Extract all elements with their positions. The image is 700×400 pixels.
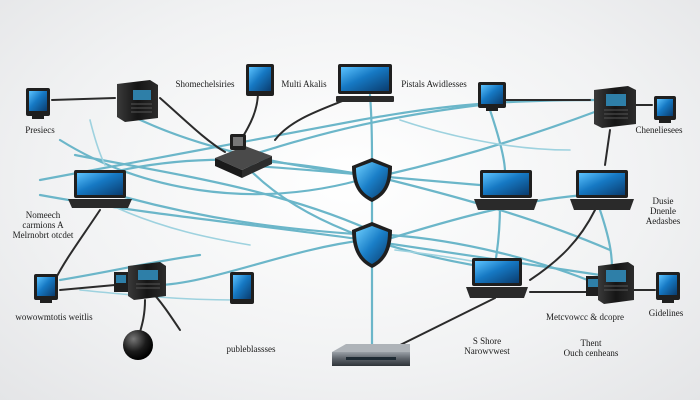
link: [383, 193, 587, 242]
router-icon: [215, 134, 272, 178]
link: [488, 108, 507, 174]
label-right-top: Cheneliesees: [635, 125, 683, 135]
link: [51, 97, 116, 101]
laptop-icon: [570, 170, 634, 210]
label-left-bottom: wowowmtotis weitlis: [15, 312, 93, 322]
server-icon: [114, 262, 166, 300]
link: [241, 91, 259, 139]
label-bottom-right-b: Thent Ouch cenheans: [563, 338, 619, 358]
computer-icon: [26, 88, 50, 119]
shield-icon: [352, 222, 392, 268]
label-top-center-right: Pistals Awidlesses: [401, 79, 467, 89]
computer-icon: [34, 274, 58, 303]
network-switch-icon: [332, 344, 410, 366]
globe-node-icon: [123, 330, 153, 360]
link: [54, 209, 101, 281]
laptop-icon: [474, 170, 538, 210]
link: [388, 233, 602, 287]
label-bottom-right-a: Metcvowcc & dcopre: [546, 312, 624, 322]
link: [159, 97, 226, 153]
links-blue: [38, 93, 614, 347]
link: [598, 208, 614, 270]
link: [73, 153, 372, 232]
laptop-icon: [68, 170, 132, 208]
link: [99, 199, 251, 246]
tablet-icon: [230, 272, 254, 304]
server-icon: [586, 262, 634, 304]
link: [98, 188, 372, 237]
link: [529, 209, 596, 281]
computer-icon: [654, 96, 676, 123]
tablet-icon: [246, 64, 274, 96]
server-icon: [117, 80, 158, 122]
label-left-top: Presiecs: [25, 125, 55, 135]
laptop-icon: [466, 258, 528, 298]
link: [604, 129, 611, 166]
computer-icon: [656, 272, 680, 303]
label-left-mid: Nomeech carmions A Melrnobrt otcdet: [12, 210, 74, 240]
shield-icon: [352, 158, 392, 202]
link: [59, 284, 116, 291]
label-bottom-center-right: S Shore Narowvwest: [464, 336, 510, 356]
links-dark: [51, 91, 656, 356]
link: [89, 119, 106, 166]
label-top-center-left: Shomechelsiries: [175, 79, 235, 89]
label-right-bottom: Gidelines: [648, 308, 684, 318]
link: [494, 203, 502, 260]
link: [383, 108, 602, 177]
link: [388, 178, 612, 252]
link: [248, 168, 492, 270]
link: [274, 99, 346, 141]
label-top-center: Multi Akalis: [281, 79, 327, 89]
link: [368, 93, 374, 162]
link: [139, 299, 146, 333]
server-icon: [594, 86, 636, 128]
label-right-mid: Dusie Dnenle Aedasbes: [645, 196, 681, 226]
monitor-icon: [478, 82, 506, 111]
link: [399, 119, 571, 151]
monitor-icon: [336, 64, 394, 102]
label-bottom-center-left: publeblassses: [226, 344, 276, 354]
